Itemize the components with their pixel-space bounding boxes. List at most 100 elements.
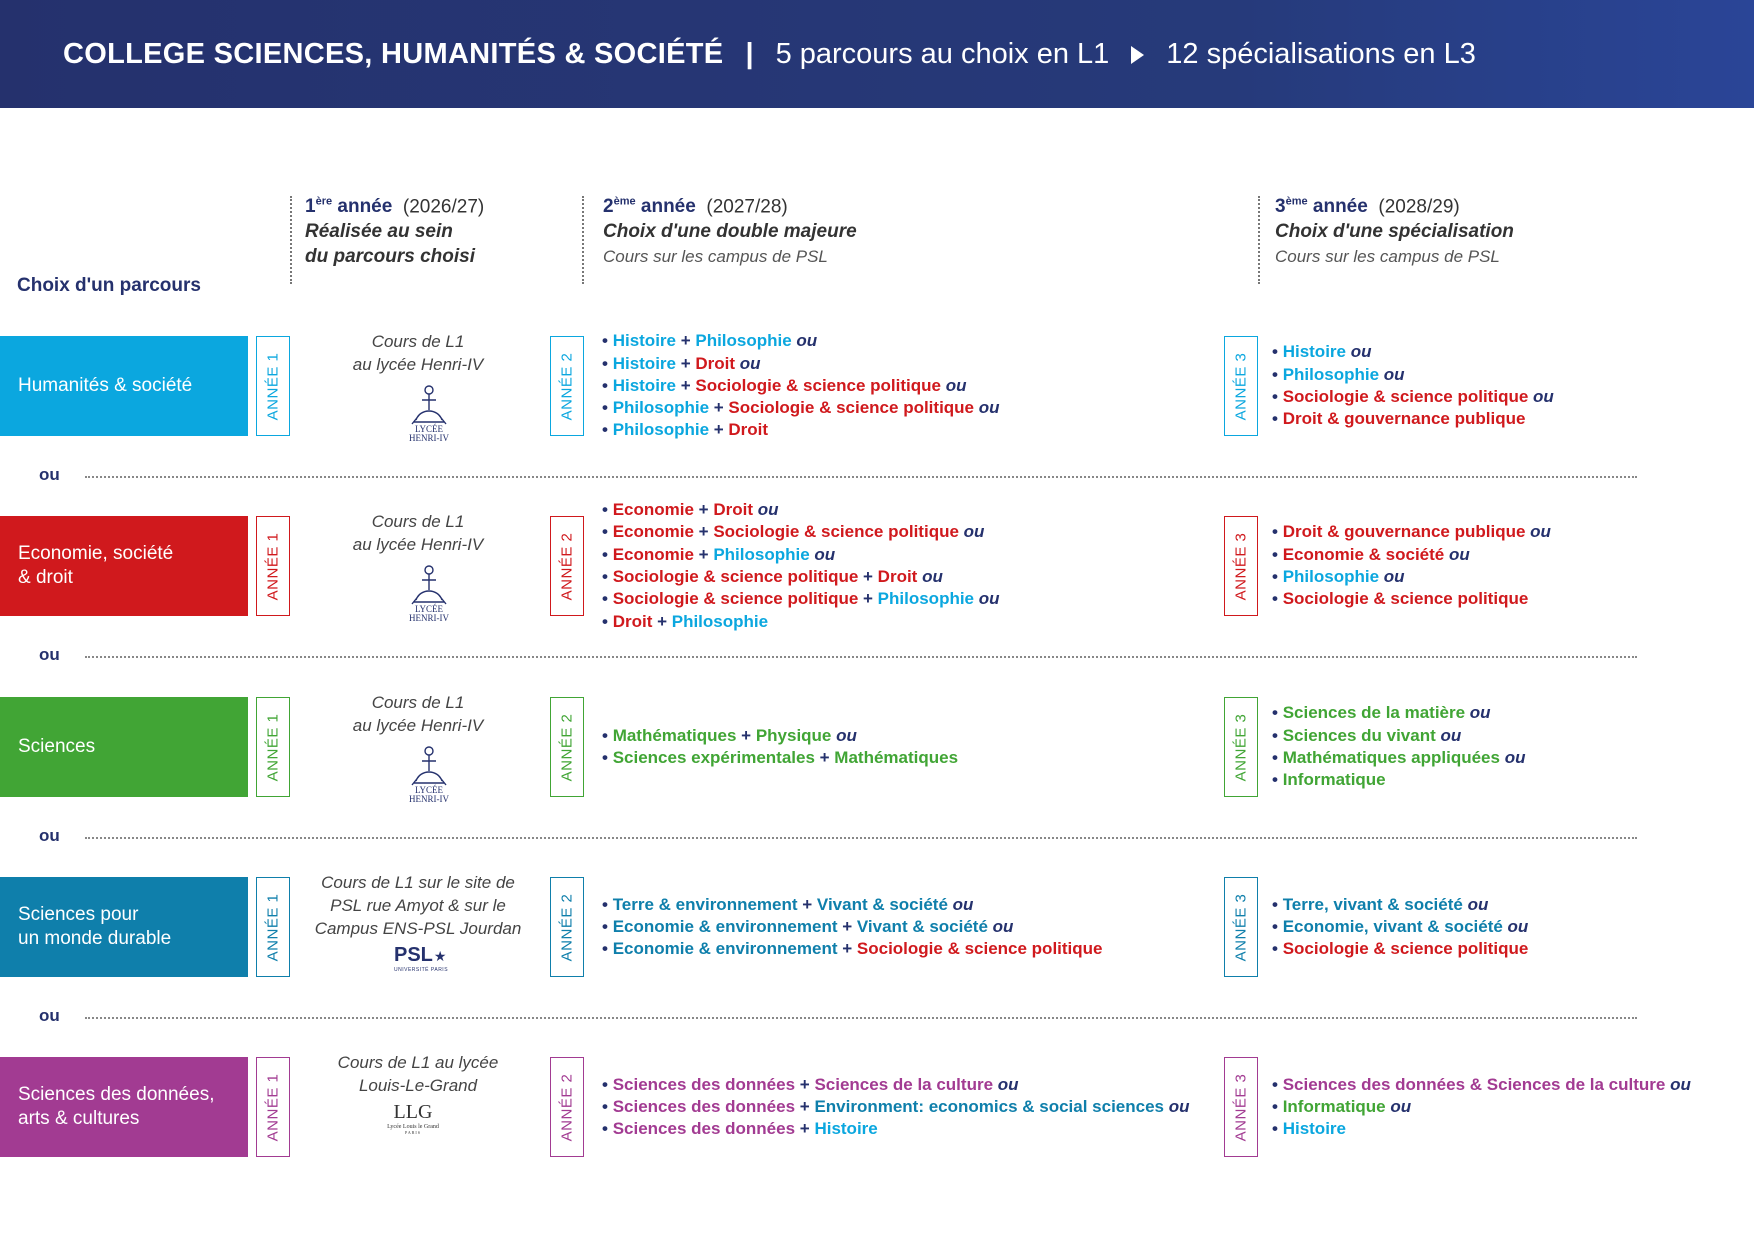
list-item: • Histoire ou [1272, 341, 1554, 363]
discipline: Sciences de la matière [1282, 703, 1466, 723]
list-item: • Terre, vivant & société ou [1272, 894, 1528, 916]
l1-line: Cours de L1 [371, 512, 465, 531]
list-item: • Droit & gouvernance publique [1272, 408, 1554, 430]
list-item: • Informatique ou [1272, 1096, 1691, 1118]
discipline: Philosophie [695, 331, 792, 351]
discipline: Droit [877, 566, 918, 586]
bullet: • [1272, 770, 1283, 790]
bullet: • [602, 725, 613, 745]
bullet: • [602, 747, 613, 767]
ou-connector: ou [1462, 894, 1489, 914]
discipline: Economie & société [1282, 544, 1445, 564]
ou-connector: ou [1379, 566, 1405, 586]
parcours-box[interactable]: Sciences des données,arts & cultures [0, 1057, 248, 1157]
ou-connector: ou [791, 331, 818, 351]
discipline: Droit & gouvernance publique [1282, 409, 1526, 429]
column-header-year2: 2ème année (2027/28) Choix d'une double … [603, 190, 857, 269]
discipline: Sociologie & science politique [728, 398, 975, 418]
list-item: • Sciences de la matière ou [1272, 702, 1525, 724]
bullet: • [1272, 747, 1283, 767]
list-item: • Sociologie & science politique [1272, 938, 1528, 960]
discipline: Philosophie [612, 398, 710, 418]
discipline: Philosophie [877, 589, 975, 609]
plus-sign: + [797, 894, 817, 914]
year1-subtitle-1: Réalisée au sein [305, 221, 453, 243]
star-icon: ★ [433, 948, 447, 964]
parcours-box[interactable]: Humanités & société [0, 336, 248, 436]
column-header-year3: 3ème année (2028/29) Choix d'une spécial… [1275, 190, 1514, 269]
annee-label: ANNÉE 2 [558, 1073, 576, 1141]
list-item: • Droit & gouvernance publique ou [1272, 521, 1551, 543]
year3-specialisations-list: • Sciences des données & Sciences de la … [1272, 1074, 1691, 1141]
l1-line: Campus ENS-PSL Jourdan [314, 919, 522, 938]
bullet: • [602, 522, 613, 542]
dotted-separator [85, 656, 1637, 658]
ou-connector: ou [1465, 703, 1491, 723]
header-text: COLLEGE SCIENCES, HUMANITÉS & SOCIÉTÉ | … [63, 38, 1476, 71]
discipline: Physique [755, 725, 832, 745]
ou-connector: ou [1665, 1074, 1691, 1094]
annee-2-box: ANNÉE 2 [550, 697, 584, 797]
annee-label: ANNÉE 1 [264, 1073, 282, 1141]
annee-1-box: ANNÉE 1 [256, 877, 290, 977]
l1-line: Louis-Le-Grand [358, 1076, 478, 1095]
plus-sign: + [837, 916, 857, 936]
logo-subtext: Lycée Louis le Grand [387, 1124, 439, 1130]
column-divider-2 [582, 196, 584, 284]
annee-3-box: ANNÉE 3 [1224, 877, 1258, 977]
annee-label: ANNÉE 2 [558, 532, 576, 600]
l1-line: Cours de L1 [371, 332, 465, 351]
year2-majeures-list: • Mathématiques + Physique ou• Sciences … [602, 725, 958, 770]
plus-sign: + [675, 353, 696, 373]
annee-3-box: ANNÉE 3 [1224, 336, 1258, 436]
annee-label: ANNÉE 3 [1232, 532, 1250, 600]
discipline: Droit [728, 420, 769, 440]
list-item: • Histoire + Sociologie & science politi… [602, 375, 1000, 397]
logo-text: LYCÉE [415, 604, 444, 614]
discipline: Sociologie & science politique [695, 375, 941, 395]
bullet: • [602, 420, 613, 440]
l1-line: PSL rue Amyot & sur le [330, 896, 506, 915]
discipline: Droit [612, 611, 653, 631]
bullet: • [602, 611, 613, 631]
header-title: COLLEGE SCIENCES, HUMANITÉS & SOCIÉTÉ [63, 38, 724, 70]
ou-connector: ou [1345, 342, 1372, 362]
plus-sign: + [795, 1074, 815, 1094]
plus-sign: + [814, 747, 835, 767]
year3-specialisations-list: • Sciences de la matière ou• Sciences du… [1272, 702, 1525, 791]
plus-sign: + [693, 544, 714, 564]
list-item: • Economie, vivant & société ou [1272, 916, 1528, 938]
list-item: • Economie & environnement + Vivant & so… [602, 916, 1103, 938]
discipline: Sciences des données [612, 1119, 796, 1139]
l1-line: Cours de L1 [371, 693, 465, 712]
discipline: Sociologie & science politique [1282, 386, 1529, 406]
header-separator: | [745, 38, 754, 70]
parcours-label-line: Sciences pour [18, 904, 139, 925]
bullet: • [602, 916, 613, 936]
annee-1-box: ANNÉE 1 [256, 697, 290, 797]
plus-sign: + [675, 375, 696, 395]
parcours-label: Sciences [18, 735, 95, 759]
logo-subtext: PARIS [405, 1130, 421, 1135]
list-item: • Economie & environnement + Sociologie … [602, 938, 1103, 960]
bullet: • [602, 398, 613, 418]
discipline: Sociologie & science politique [612, 589, 859, 609]
annee-2-box: ANNÉE 2 [550, 336, 584, 436]
l1-line: Cours de L1 au lycée [337, 1053, 499, 1072]
discipline: Informatique [1282, 770, 1386, 790]
parcours-box[interactable]: Sciences [0, 697, 248, 797]
bullet: • [602, 544, 613, 564]
annee-1-box: ANNÉE 1 [256, 336, 290, 436]
year2-campus: Cours sur les campus de PSL [603, 247, 828, 267]
bullet: • [602, 375, 613, 395]
discipline: Economie & environnement [612, 916, 838, 936]
parcours-box[interactable]: Economie, société& droit [0, 516, 248, 616]
ou-connector: ou [752, 500, 779, 520]
annee-label: ANNÉE 1 [264, 532, 282, 600]
year2-majeures-list: • Terre & environnement + Vivant & socié… [602, 894, 1103, 961]
list-item: • Sciences des données + Histoire [602, 1118, 1190, 1140]
